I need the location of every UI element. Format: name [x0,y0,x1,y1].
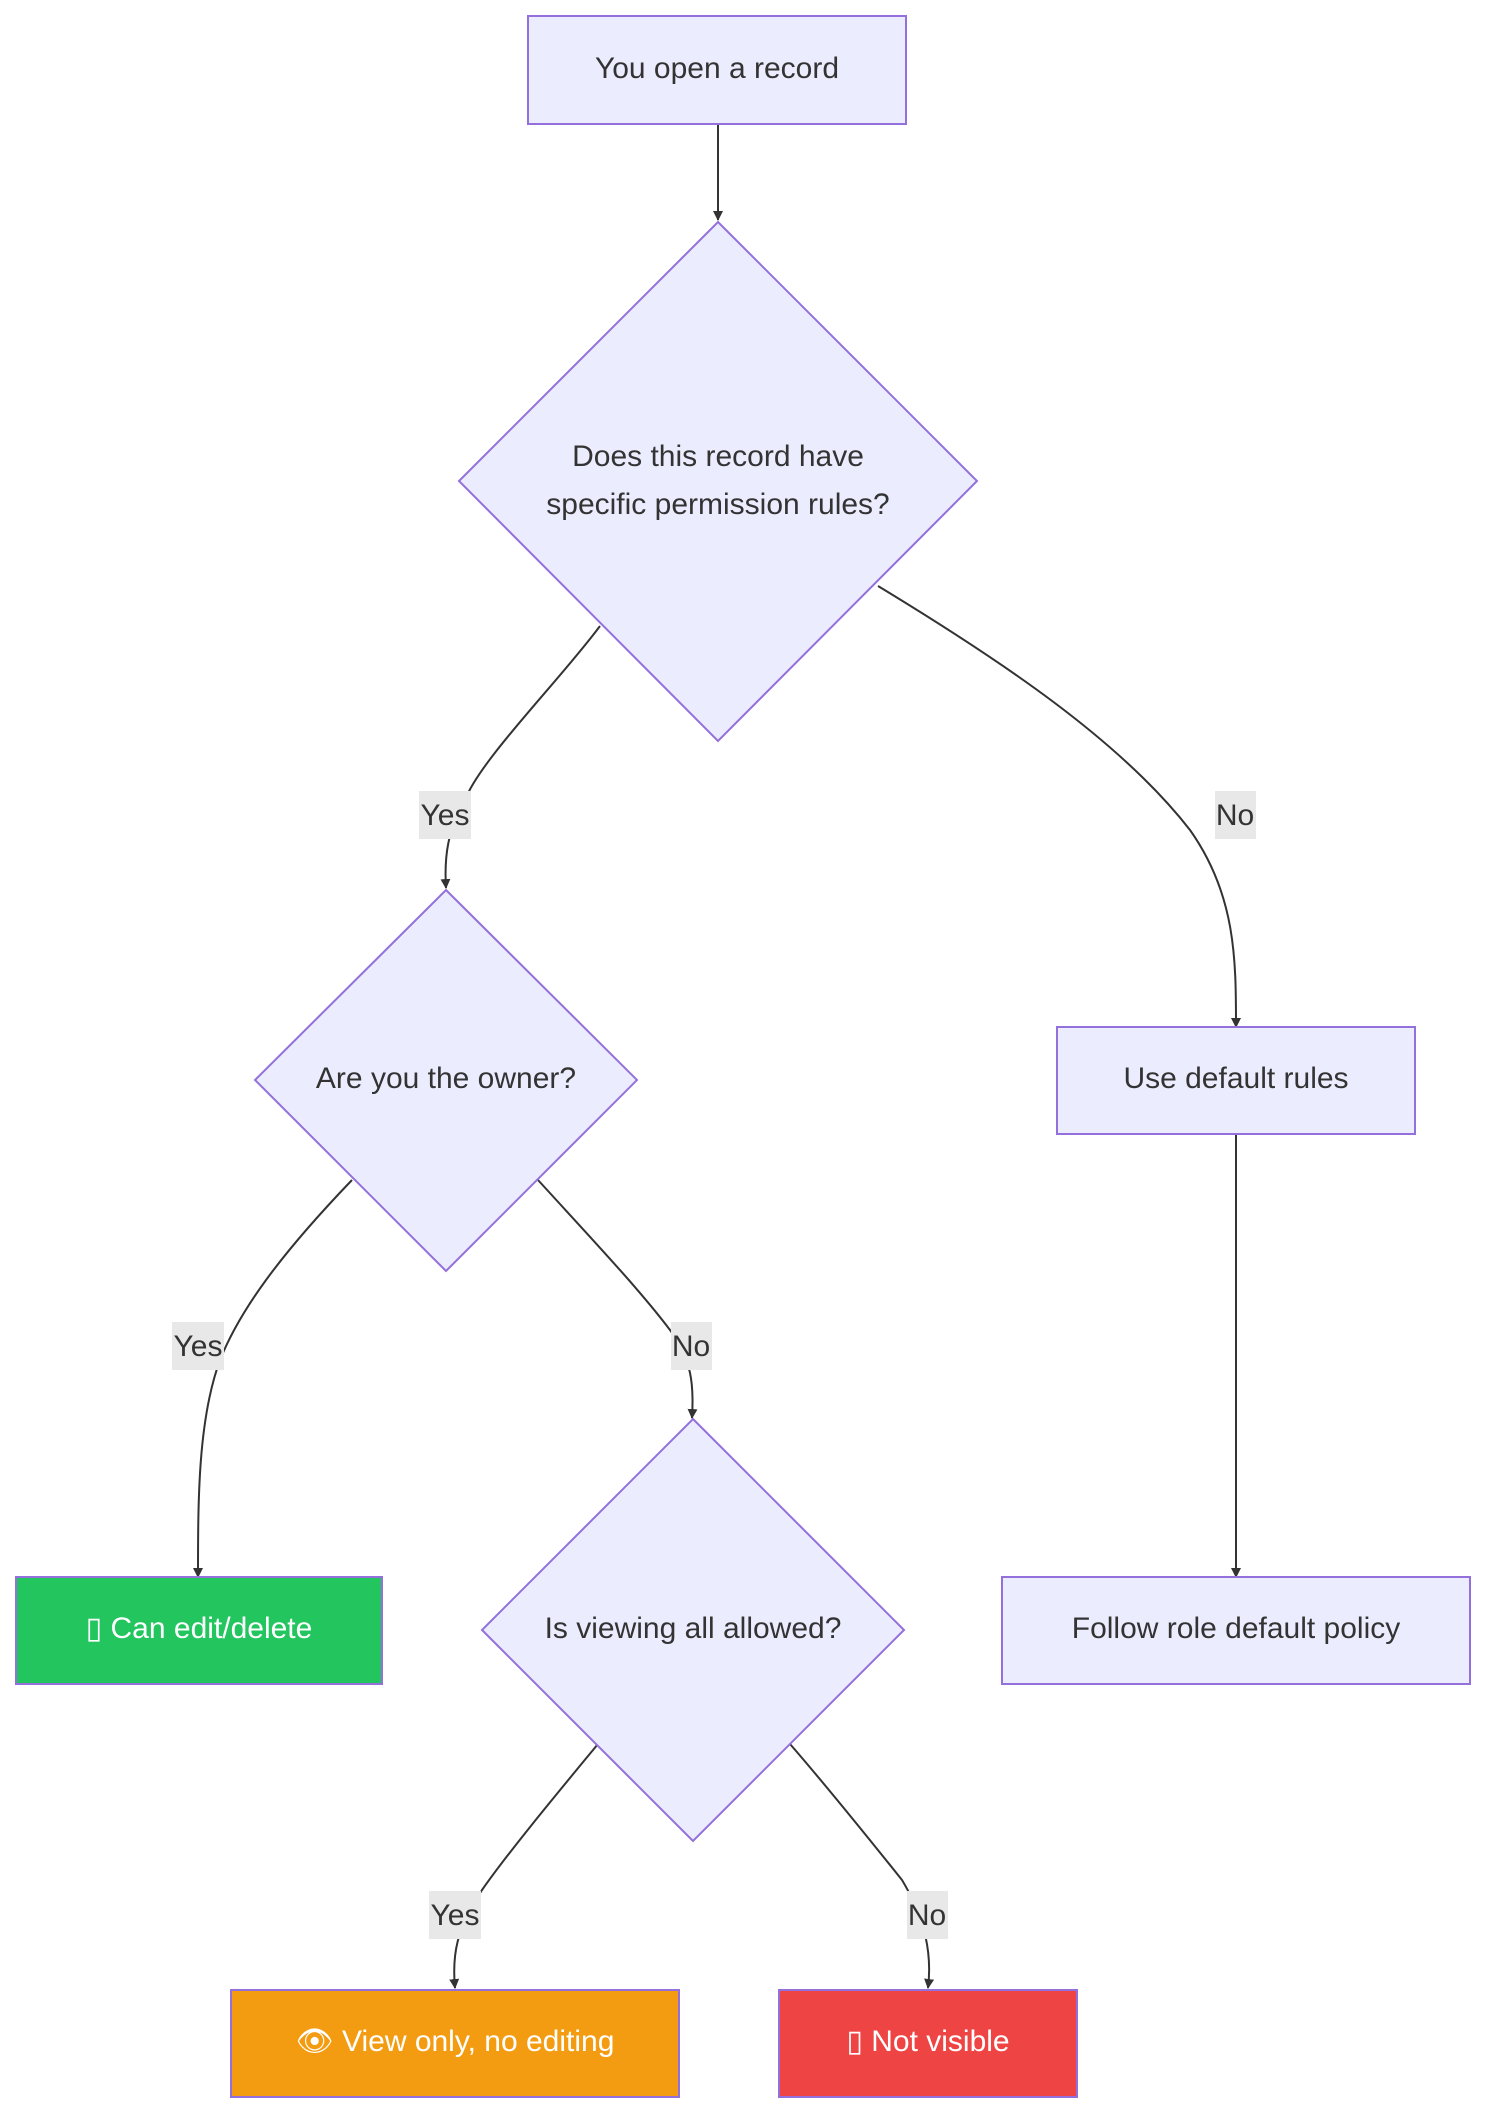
node-use-default-rules: Use default rules [1056,1026,1416,1135]
node-is-owner: Are you the owner? [253,888,639,1273]
edge-owner-no [537,1179,698,1419]
node-not-visible: ▯ Not visible [778,1989,1078,2098]
svg-text:Yes: Yes [421,799,470,832]
edge-owner-yes [193,1179,353,1578]
node-has-permission-rules: Does this record have specific permissio… [457,220,979,743]
svg-text:Follow role default policy: Follow role default policy [1072,1612,1401,1645]
edge-label-rules-no: No [1215,791,1256,839]
svg-text:No: No [1216,799,1254,832]
edge-label-owner-yes: Yes [172,1322,224,1370]
svg-text:Use default rules: Use default rules [1123,1062,1348,1095]
svg-text:No: No [672,1330,710,1363]
svg-text:▯ Can edit/delete: ▯ Can edit/delete [86,1612,313,1645]
edge-rules-no [877,585,1241,1028]
svg-text:👁 View only, no editing: 👁 View only, no editing [296,2025,615,2058]
edge-view-yes [449,1743,599,1989]
edge-view-no [789,1743,935,1989]
svg-text:No: No [908,1899,946,1932]
svg-text:You open a record: You open a record [595,52,839,85]
node-can-edit-delete: ▯ Can edit/delete [15,1576,383,1685]
node-view-only: 👁 View only, no editing [230,1989,680,2098]
svg-text:Yes: Yes [431,1899,480,1932]
edge-label-owner-no: No [671,1322,712,1370]
node-start: You open a record [527,15,907,125]
svg-text:specific permission rules?: specific permission rules? [546,488,889,521]
svg-text:Does this record have: Does this record have [572,440,864,473]
svg-text:Are you the owner?: Are you the owner? [316,1062,576,1095]
node-is-viewing-all-allowed: Is viewing all allowed? [480,1417,906,1843]
edge-rules-yes [440,625,601,889]
edge-label-view-yes: Yes [429,1891,481,1939]
node-follow-role-default-policy: Follow role default policy [1001,1576,1471,1685]
svg-text:Yes: Yes [174,1330,223,1363]
edge-label-view-no: No [907,1891,948,1939]
svg-text:Is viewing all allowed?: Is viewing all allowed? [545,1612,842,1645]
edge-label-rules-yes: Yes [419,791,471,839]
svg-text:▯ Not visible: ▯ Not visible [846,2025,1009,2058]
